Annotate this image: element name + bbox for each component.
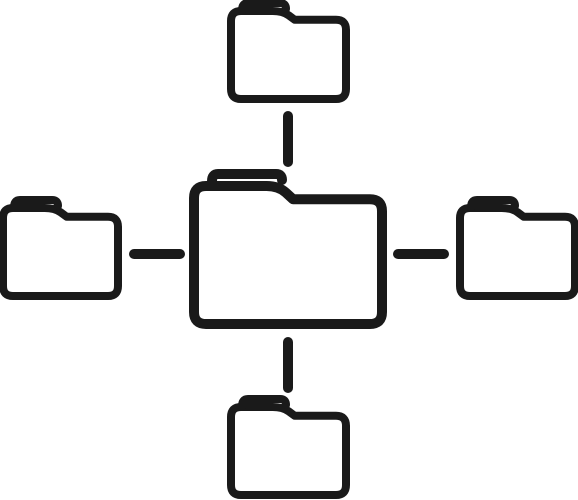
folder-icon-left (0, 196, 122, 300)
folder-tab-right (467, 196, 519, 212)
folder-tab-center (207, 169, 287, 187)
folder-body-left (0, 204, 122, 300)
folder-tab-left (10, 196, 62, 212)
folder-body-top (227, 7, 350, 103)
folder-icon-right (456, 196, 578, 300)
folder-body-center (189, 181, 387, 329)
folder-body-bottom (227, 403, 350, 499)
folder-icon-center (189, 169, 387, 329)
folder-icon-top (227, 0, 350, 103)
folder-tab-top (238, 0, 290, 15)
folder-tab-bottom (238, 395, 290, 411)
folder-body-right (456, 204, 578, 300)
folder-icon-bottom (227, 395, 350, 499)
